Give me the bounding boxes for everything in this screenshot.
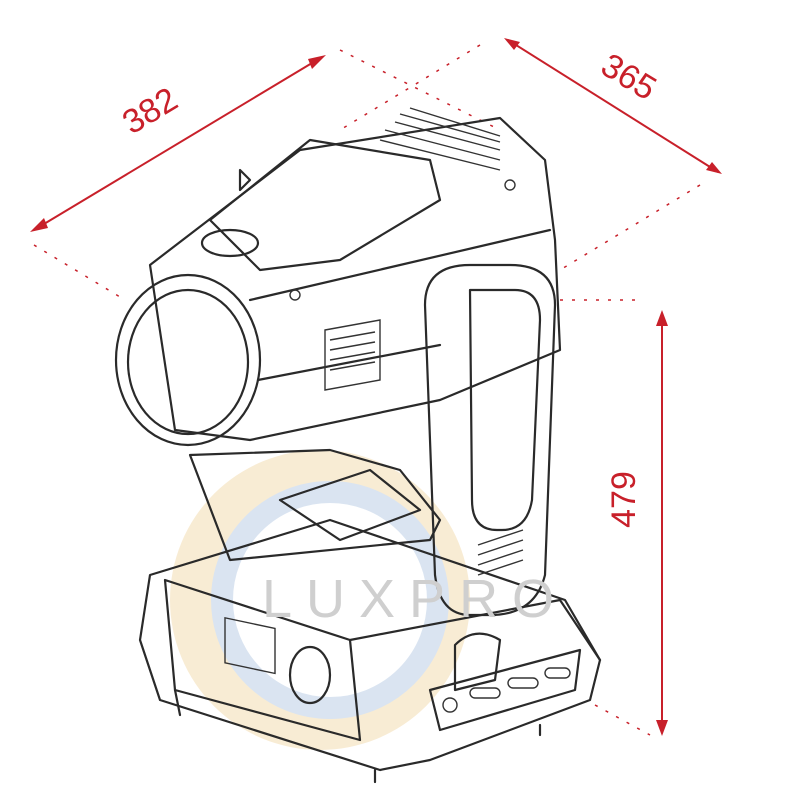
watermark-logo <box>170 450 470 750</box>
head <box>114 107 562 447</box>
base <box>138 518 602 784</box>
dimension-height <box>560 299 668 736</box>
dimension-width <box>339 38 722 271</box>
height-dimension-label: 479 <box>604 471 643 528</box>
watermark-text: LUXPRO <box>262 569 569 629</box>
yoke <box>188 263 557 617</box>
dimension-depth <box>30 49 501 301</box>
